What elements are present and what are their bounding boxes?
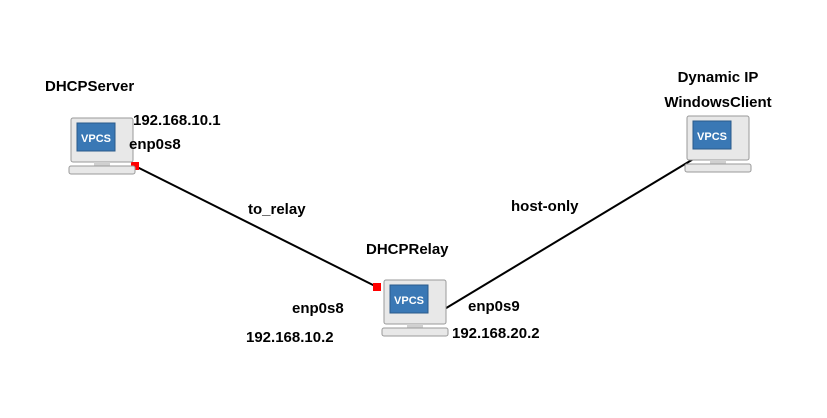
server-interface-label: enp0s8 bbox=[129, 136, 181, 153]
relay-name-label: DHCPRelay bbox=[366, 241, 449, 258]
vpcs-computer-icon: VPCS bbox=[684, 115, 752, 173]
svg-text:VPCS: VPCS bbox=[81, 133, 111, 145]
client-name-line1-label: Dynamic IP bbox=[677, 69, 759, 86]
port-indicator-relay-enp0s8 bbox=[373, 283, 381, 291]
port-indicator-server-enp0s8 bbox=[131, 162, 139, 170]
link-label-host-only: host-only bbox=[511, 198, 579, 215]
link-relay-client[interactable] bbox=[432, 154, 701, 317]
relay-right-interface-label: enp0s9 bbox=[468, 298, 520, 315]
server-ip-label: 192.168.10.1 bbox=[133, 112, 221, 129]
relay-left-ip-label: 192.168.10.2 bbox=[246, 329, 334, 346]
relay-right-ip-label: 192.168.20.2 bbox=[452, 325, 540, 342]
server-name-label: DHCPServer bbox=[45, 78, 135, 95]
link-server-relay[interactable] bbox=[134, 165, 378, 288]
link-label-to-relay: to_relay bbox=[248, 201, 306, 218]
vpcs-computer-icon: VPCS bbox=[68, 117, 136, 175]
node-dhcp-server[interactable]: VPCS bbox=[68, 116, 136, 176]
svg-text:VPCS: VPCS bbox=[697, 131, 727, 143]
node-dhcp-relay[interactable]: VPCS bbox=[381, 278, 449, 338]
vpcs-computer-icon: VPCS bbox=[381, 279, 449, 337]
svg-text:VPCS: VPCS bbox=[394, 295, 424, 307]
client-name-line2-label: WindowsClient bbox=[664, 94, 772, 111]
relay-left-interface-label: enp0s8 bbox=[292, 300, 344, 317]
node-windows-client[interactable]: VPCS bbox=[684, 114, 752, 174]
